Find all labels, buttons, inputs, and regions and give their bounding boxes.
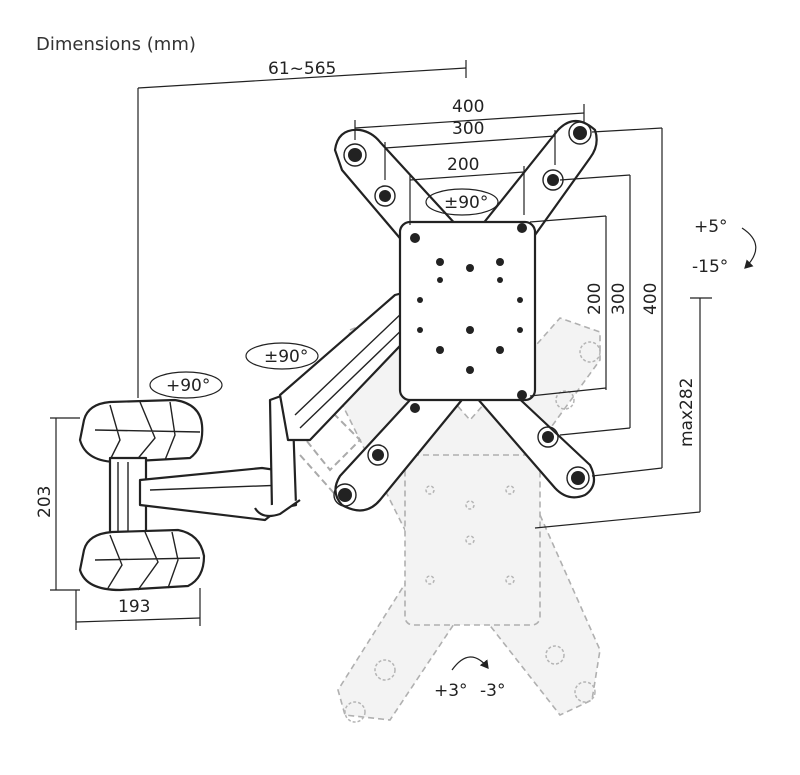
vesa-width-400-label: 400 — [452, 97, 484, 117]
wall-plate — [78, 398, 206, 592]
arm-rotation-label: ±90° — [264, 347, 308, 367]
diagram-title: Dimensions (mm) — [36, 34, 196, 55]
dimension-lines — [50, 60, 712, 630]
vesa-plate — [333, 119, 598, 512]
vesa-height-300-label: 300 — [609, 283, 629, 315]
extension-label: 61~565 — [268, 59, 336, 79]
level-arrow — [451, 656, 489, 671]
wall-rotation-arrow — [149, 371, 223, 399]
extension-dim-line — [137, 67, 467, 89]
arm-rotation-arrow — [245, 342, 319, 370]
level-plus-label: +3° — [434, 681, 468, 701]
wall-plate-height-label: 203 — [35, 486, 55, 518]
tilt-arrow — [741, 227, 757, 269]
tilt-up-label: +5° — [694, 217, 728, 237]
level-minus-label: -3° — [480, 681, 505, 701]
rotation-indicators — [149, 188, 757, 671]
vesa-height-400-label: 400 — [641, 283, 661, 315]
vesa-width-200-label: 200 — [447, 155, 479, 175]
max-height-label: max282 — [677, 378, 697, 448]
articulating-arm — [138, 292, 422, 522]
vesa-width-300-label: 300 — [452, 119, 484, 139]
plate-rotation-label: ±90° — [444, 193, 488, 213]
tilt-down-label: -15° — [692, 257, 728, 277]
plate-rotation-arrow — [425, 188, 499, 216]
wall-rotation-label: +90° — [166, 376, 210, 396]
wall-plate-width-label: 193 — [118, 597, 150, 617]
vesa-height-200-label: 200 — [585, 283, 605, 315]
